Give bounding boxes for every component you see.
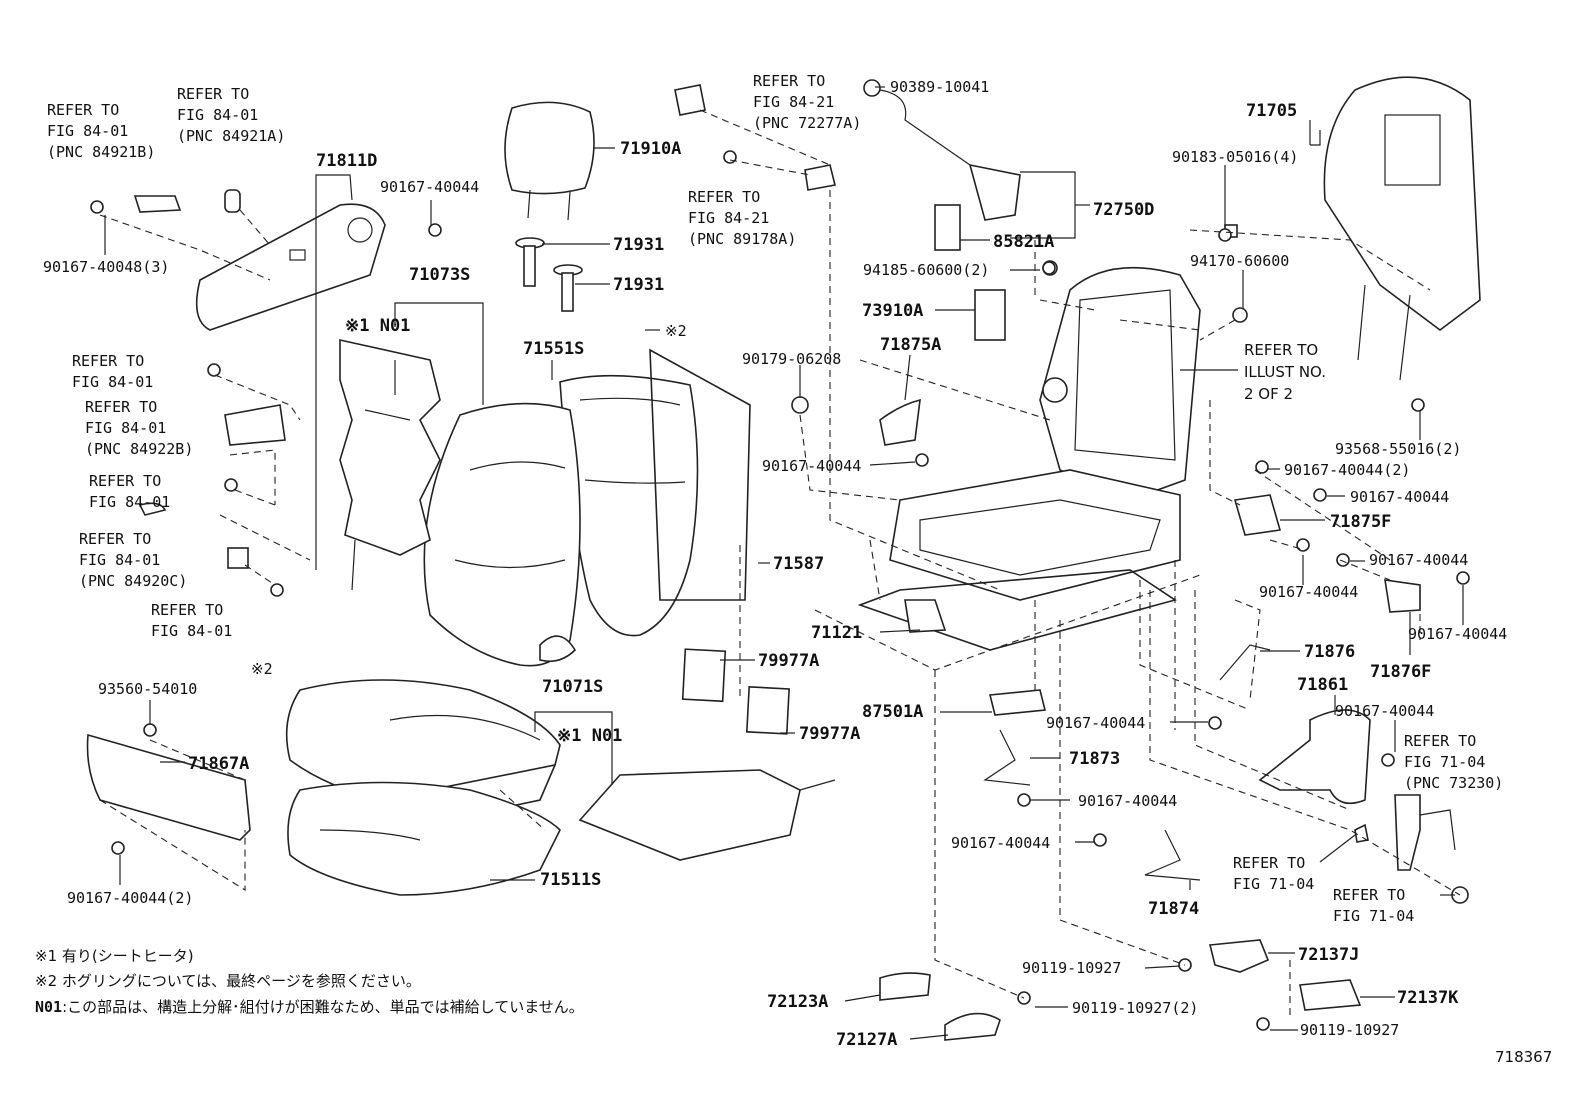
- seatback-heater-shape: [339, 339, 441, 591]
- note-hog-ring: ※2 ホグリングについては、最終ページを参照ください。: [35, 972, 421, 990]
- label-72127a: 72127A: [836, 1030, 897, 1050]
- label-71811d: 71811D: [316, 151, 377, 171]
- label-90167-40044-c2: 90167-40044: [1078, 792, 1177, 810]
- ref-fig-84-01-a: REFER TO FIG 84-01: [72, 352, 153, 391]
- label-90167-40044-c1: 90167-40044: [1046, 714, 1145, 732]
- label-90167-40044-r1: 90167-40044: [1350, 488, 1449, 506]
- label-94170-60600: 94170-60600: [1190, 252, 1289, 270]
- label-90167-40044-r3: 90167-40044: [1259, 583, 1358, 601]
- label-71876: 71876: [1304, 642, 1355, 662]
- label-71876f: 71876F: [1370, 662, 1431, 682]
- label-90167-40044-r2: 90167-40044: [1369, 551, 1468, 569]
- label-71587: 71587: [773, 554, 824, 574]
- mark-n01-back: ※1 N01: [345, 316, 410, 336]
- label-87501a: 87501A: [862, 702, 923, 722]
- label-90119-10927-b: 90119-10927: [1300, 1021, 1399, 1039]
- label-90119-10927-2: 90119-10927(2): [1072, 999, 1198, 1017]
- label-72123a: 72123A: [767, 992, 828, 1012]
- label-72750d: 72750D: [1093, 200, 1154, 220]
- ref-fig-84-01-pnc-84921a: REFER TO FIG 84-01 (PNC 84921A): [177, 85, 285, 145]
- ref-fig-84-01-pnc-84921b: REFER TO FIG 84-01 (PNC 84921B): [47, 101, 155, 161]
- ref-fig-84-21-pnc-72277a: REFER TO FIG 84-21 (PNC 72277A): [753, 72, 861, 132]
- label-90119-10927-a: 90119-10927: [1022, 959, 1121, 977]
- headrest-guide-shape: [515, 237, 583, 312]
- label-85821a: 85821A: [993, 232, 1054, 252]
- label-93568-55016: 93568-55016(2): [1335, 440, 1461, 458]
- mark-n01-cushion: ※1 N01: [557, 726, 622, 746]
- label-71875f: 71875F: [1330, 512, 1391, 532]
- label-71874: 71874: [1148, 899, 1199, 919]
- label-90167-40044-r4: 90167-40044: [1408, 625, 1507, 643]
- cushion-pad-shape: [287, 781, 561, 896]
- side-shield-shape: [195, 203, 386, 331]
- label-79977a-a: 79977A: [758, 651, 819, 671]
- ref-fig-71-04-pnc-73230: REFER TO FIG 71-04 (PNC 73230): [1404, 732, 1503, 792]
- headrest-shape: [504, 101, 595, 221]
- label-90183-05016: 90183-05016(4): [1172, 148, 1298, 166]
- leader-lines: [104, 86, 1464, 1040]
- label-71931-a: 71931: [613, 235, 664, 255]
- ref-fig-71-04-b: REFER TO FIG 71-04: [1333, 886, 1414, 925]
- label-71705: 71705: [1246, 101, 1297, 121]
- ref-fig-84-01-b: REFER TO FIG 84-01: [89, 472, 170, 511]
- mark-hogring-a: ※2: [251, 660, 273, 678]
- label-90167-40044-mid: 90167-40044: [762, 457, 861, 475]
- seatback-pad-shape: [559, 348, 751, 637]
- label-94185-60600: 94185-60600(2): [863, 261, 989, 279]
- label-71071s: 71071S: [542, 677, 603, 697]
- ref-fig-71-04-a: REFER TO FIG 71-04: [1233, 854, 1314, 893]
- label-71511s: 71511S: [540, 870, 601, 890]
- ref-fig-84-01-pnc-84920c: REFER TO FIG 84-01 (PNC 84920C): [79, 530, 187, 590]
- note-seat-heater: ※1 有り(シートヒータ): [35, 947, 194, 965]
- label-72137j: 72137J: [1298, 945, 1359, 965]
- ref-fig-84-01-pnc-84922b: REFER TO FIG 84-01 (PNC 84922B): [85, 398, 193, 458]
- label-71931-b: 71931: [613, 275, 664, 295]
- label-79977a-b: 79977A: [799, 724, 860, 744]
- label-71873: 71873: [1069, 749, 1120, 769]
- label-90389-10041: 90389-10041: [890, 78, 989, 96]
- label-90167-40044-2-right: 90167-40044(2): [1284, 461, 1410, 479]
- front-cover-shape: [86, 733, 251, 841]
- label-90167-40044-c3: 90167-40044: [951, 834, 1050, 852]
- seatback-board-shape: [1323, 76, 1481, 381]
- note-n01: N01:この部品は、構造上分解･組付けが困難なため、単品では補給していません。: [35, 998, 584, 1016]
- cushion-heater-shape: [578, 769, 836, 861]
- ref-fig-84-21-pnc-89178a: REFER TO FIG 84-21 (PNC 89178A): [688, 188, 796, 248]
- label-71867a: 71867A: [188, 754, 249, 774]
- label-93560-54010: 93560-54010: [98, 680, 197, 698]
- label-90167-40048: 90167-40048(3): [43, 258, 169, 276]
- ref-illust-2-of-2: REFER TO ILLUST NO. 2 OF 2: [1244, 341, 1331, 403]
- label-90167-40044-top: 90167-40044: [380, 178, 479, 196]
- label-71910a: 71910A: [620, 139, 681, 159]
- label-90167-40044-2-left: 90167-40044(2): [67, 889, 193, 907]
- label-90179-06208: 90179-06208: [742, 350, 841, 368]
- seat-frame-shape: [857, 266, 1201, 651]
- label-73910a: 73910A: [862, 301, 923, 321]
- assembly-lines: [99, 109, 1461, 1020]
- label-72137k: 72137K: [1397, 988, 1459, 1008]
- label-71073s: 71073S: [409, 265, 470, 285]
- ref-fig-84-01-c: REFER TO FIG 84-01: [151, 601, 232, 640]
- small-parts: [133, 79, 1469, 1041]
- mark-hogring-b: ※2: [665, 322, 687, 340]
- label-90167-40044-r5: 90167-40044: [1335, 702, 1434, 720]
- label-71121: 71121: [811, 623, 862, 643]
- figure-id: 718367: [1495, 1048, 1552, 1066]
- seatback-cover-shape: [423, 402, 581, 667]
- label-71875a: 71875A: [880, 335, 941, 355]
- label-71861: 71861: [1297, 675, 1348, 695]
- label-71551s: 71551S: [523, 339, 584, 359]
